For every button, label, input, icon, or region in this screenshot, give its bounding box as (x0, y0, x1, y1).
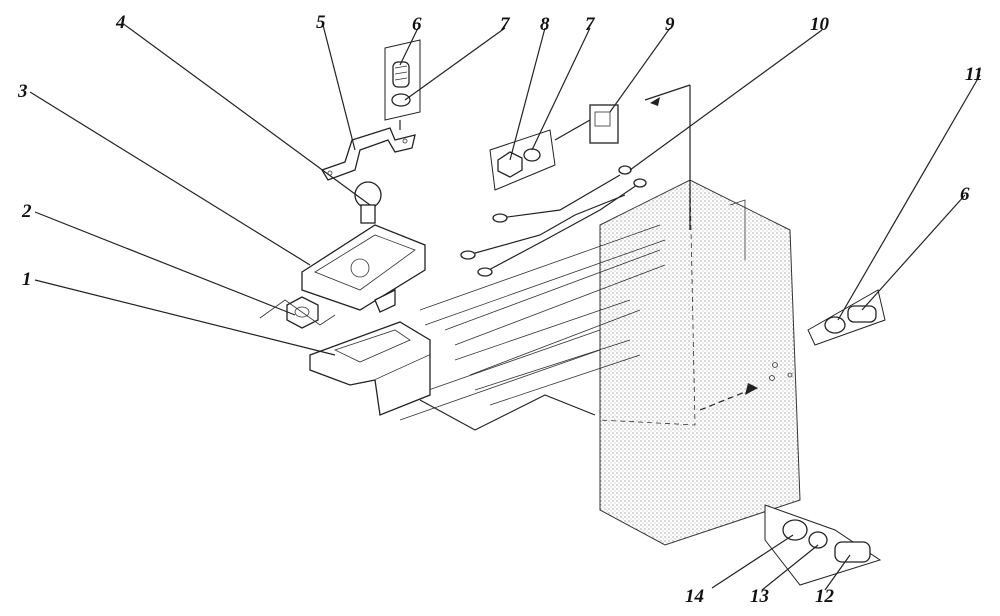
callout-2: 2 (21, 201, 32, 222)
callout-8: 8 (540, 14, 550, 35)
housing-panel (599, 179, 801, 546)
callout-13: 13 (750, 586, 769, 607)
callout-6-right: 6 (960, 184, 970, 205)
leader-lines (29, 24, 981, 591)
callout-4: 4 (115, 12, 126, 33)
lamp-housing (301, 224, 426, 313)
callout-14: 14 (685, 586, 704, 607)
bracket-strap (321, 127, 416, 181)
screw-and-washer-top (384, 39, 421, 130)
callout-7-middle: 7 (585, 14, 596, 35)
callout-9: 9 (665, 14, 675, 35)
callout-7-top: 7 (500, 14, 511, 35)
callout-3: 3 (17, 81, 28, 102)
assembly-arrows (419, 84, 758, 431)
callout-1: 1 (22, 269, 32, 290)
wiring-harness (460, 165, 647, 277)
background-rails (399, 224, 666, 421)
nut-2 (259, 296, 336, 329)
mounting-bracket-plate (309, 321, 431, 416)
callout-5: 5 (316, 12, 326, 33)
callout-10: 10 (810, 14, 830, 35)
callout-11: 11 (965, 64, 983, 85)
callout-12: 12 (815, 586, 835, 607)
washer-screw-right (807, 289, 886, 346)
nut-washer-switch-group (489, 104, 619, 191)
callout-6-top: 6 (412, 14, 422, 35)
bulb (354, 181, 382, 224)
